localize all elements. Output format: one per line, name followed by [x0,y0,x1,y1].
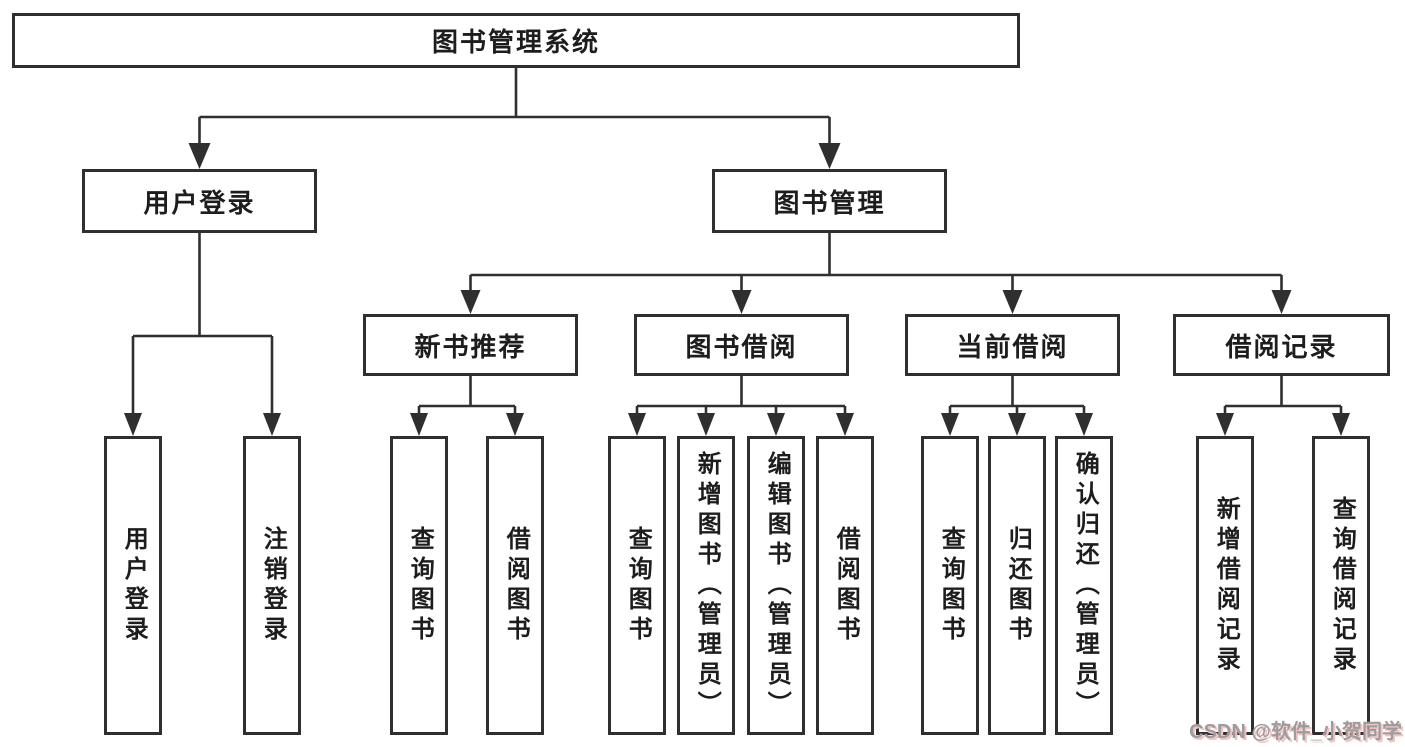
node-label: 查询图书 [937,525,965,646]
leaf-edit-book-admin: 编辑图书（管理员） [747,436,805,735]
arrowhead-icon [188,143,211,169]
arrowheads [124,143,1350,436]
node-label: 图书借阅 [685,331,798,362]
leaf-user-login: 用户登录 [104,436,162,735]
node-label: 新书推荐 [414,331,527,362]
arrowhead-icon [263,413,281,436]
arrowhead-icon [1008,413,1026,436]
node-label: 归还图书 [1004,525,1032,646]
arrowhead-icon [836,413,854,436]
node-borrow-record: 借阅记录 [1173,314,1390,376]
node-current-borrow: 当前借阅 [905,314,1120,376]
node-label: 借阅记录 [1225,331,1338,362]
node-label: 新增借阅记录 [1212,495,1240,676]
node-label: 图书管理系统 [431,27,600,57]
arrowhead-icon [731,290,752,314]
leaf-borrow-books-recommend: 借阅图书 [486,436,544,735]
arrowhead-icon [1075,413,1093,436]
arrowhead-icon [410,413,428,436]
node-label: 借阅图书 [832,525,860,646]
leaf-add-borrow-record: 新增借阅记录 [1196,436,1254,735]
node-label: 借阅图书 [502,525,530,646]
node-library-management-system: 图书管理系统 [12,13,1020,68]
node-label: 查询借阅记录 [1328,495,1356,676]
arrowhead-icon [697,413,715,436]
leaf-add-book-admin: 新增图书（管理员） [677,436,735,735]
arrowhead-icon [1216,413,1234,436]
arrowhead-icon [818,143,841,169]
leaf-query-books-recommend: 查询图书 [390,436,448,735]
arrowhead-icon [628,413,646,436]
node-label: 图书管理 [773,187,886,218]
leaf-return-book: 归还图书 [988,436,1046,735]
node-user-login-branch: 用户登录 [82,169,317,233]
leaf-query-books-current: 查询图书 [921,436,979,735]
node-label: 用户登录 [143,187,256,218]
arrowhead-icon [1332,413,1350,436]
leaf-confirm-return-admin: 确认归还（管理员） [1055,436,1113,735]
node-label: 用户登录 [120,525,148,646]
csdn-watermark: CSDN @软件_小贺同学 [1189,721,1402,743]
node-label: 当前借阅 [956,331,1069,362]
node-book-management: 图书管理 [712,169,947,233]
node-label: 注销登录 [259,525,287,646]
leaf-query-borrow-record: 查询借阅记录 [1312,436,1370,735]
arrowhead-icon [767,413,785,436]
node-new-book-recommend: 新书推荐 [363,314,578,376]
arrowhead-icon [124,413,142,436]
arrowhead-icon [1002,290,1023,314]
wire-lines [131,68,1343,417]
node-book-borrow: 图书借阅 [634,314,849,376]
node-label: 查询图书 [624,525,652,646]
leaf-borrow-books: 借阅图书 [816,436,874,735]
node-label: 编辑图书（管理员） [763,450,791,721]
leaf-logout: 注销登录 [243,436,301,735]
node-label: 新增图书（管理员） [693,450,721,721]
arrowhead-icon [1271,290,1292,314]
leaf-query-books-borrow: 查询图书 [608,436,666,735]
node-label: 查询图书 [406,525,434,646]
node-label: 确认归还（管理员） [1071,450,1099,721]
arrowhead-icon [941,413,959,436]
arrowhead-icon [506,413,524,436]
arrowhead-icon [460,290,481,314]
